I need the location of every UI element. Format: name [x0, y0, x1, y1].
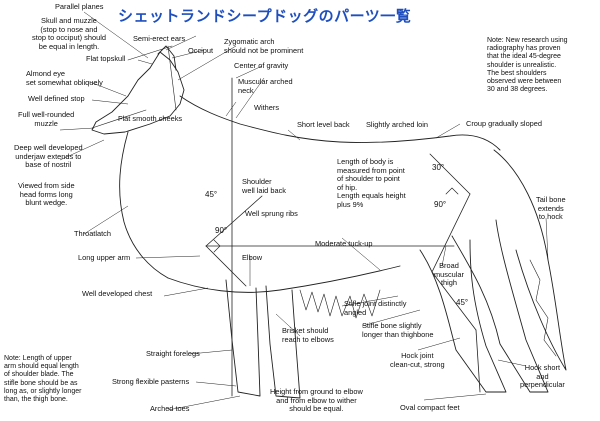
angle-marker-hip	[445, 187, 459, 195]
angle-marker-shoulder	[213, 239, 221, 253]
label-broad-thigh: Broad muscular thigh	[434, 261, 464, 288]
neck-outline	[179, 95, 501, 151]
label-slightly-arched-loin: Slightly arched loin	[366, 120, 429, 129]
label-almond-eye: Almond eye set somewhat obliquely	[26, 69, 103, 87]
label-deep-underjaw: Deep well developed underjaw extends to …	[14, 143, 83, 170]
label-muscular-neck: Muscular arched neck	[238, 77, 293, 95]
label-brisket: Brisket should reach to elbows	[282, 326, 334, 344]
page-title: シェットランドシープドッグのパーツ一覧	[118, 7, 412, 25]
tail-fur-fringe	[529, 259, 557, 357]
hind-leg-outline	[419, 239, 507, 393]
ruff-outline	[119, 131, 169, 279]
label-semi-erect-ears: Semi-erect ears	[133, 34, 186, 43]
tail-outline	[493, 149, 567, 371]
label-straight-forelegs: Straight forelegs	[146, 349, 200, 358]
label-throatlatch: Throatlatch	[74, 229, 111, 238]
angle-shoulder: 45°	[205, 190, 218, 199]
angle-hip-right: 90°	[434, 200, 447, 209]
label-hock-joint: Hock joint clean-cut, strong	[390, 351, 445, 369]
label-stifle-bone: Stifle bone slightly longer than thighbo…	[362, 321, 434, 339]
note-research: Note: New research using radiography has…	[487, 37, 568, 94]
label-strong-pasterns: Strong flexible pasterns	[112, 377, 190, 386]
front-leg-outline	[225, 279, 261, 397]
thigh-line	[431, 193, 471, 273]
label-zygomatic-arch: Zygomatic arch should not be prominent	[224, 37, 304, 55]
label-croup: Croup gradually sloped	[466, 119, 543, 128]
label-withers: Withers	[254, 103, 280, 112]
label-well-sprung-ribs: Well sprung ribs	[245, 209, 298, 218]
occiput-line	[167, 45, 177, 111]
label-length-of-body: Length of body is measured from point of…	[337, 157, 406, 209]
label-skull-muzzle: Skull and muzzle (stop to nose and stop …	[32, 16, 106, 51]
chest-belly-outline	[167, 265, 401, 293]
dog-head-outline	[91, 51, 185, 135]
pelvis-line	[429, 153, 471, 195]
label-arched-toes: Arched toes	[150, 404, 190, 413]
label-short-level-back: Short level back	[297, 120, 350, 129]
parallel-plane-bottom	[91, 109, 147, 129]
parallel-plane-top	[127, 45, 173, 61]
label-oval-feet: Oval compact feet	[400, 403, 460, 412]
upper-arm-line	[205, 245, 247, 287]
stifle-line	[431, 271, 477, 331]
front-leg-back-outline	[265, 285, 301, 399]
shoulder-line	[205, 195, 263, 247]
label-viewed-from-side: Viewed from side head forms long blunt w…	[18, 181, 75, 208]
label-tail-bone: Tail bone extends to hock	[536, 195, 566, 222]
label-center-of-gravity: Center of gravity	[234, 61, 289, 70]
angle-hip: 30°	[432, 163, 445, 172]
label-full-muzzle: Full well-rounded muzzle	[18, 110, 75, 128]
label-height-ground: Height from ground to elbow and from elb…	[270, 387, 363, 414]
label-hock-short: Hock short and perpendicular	[520, 363, 565, 390]
hock-line	[475, 329, 481, 393]
label-flat-cheeks: Flat smooth cheeks	[118, 114, 183, 123]
ear-outline	[157, 45, 177, 71]
hind-leg-back-outline	[451, 219, 549, 393]
angle-stifle: 45°	[456, 298, 469, 307]
label-elbow: Elbow	[242, 253, 263, 262]
label-shoulder-laid-back: Shoulder well laid back	[242, 177, 286, 195]
fur-fringe	[299, 289, 381, 319]
label-moderate-tuckup: Moderate tuck-up	[315, 239, 373, 248]
label-flat-topskull: Flat topskull	[86, 54, 126, 63]
angle-elbow: 90°	[215, 226, 228, 235]
note-upper-arm: Note: Length of upper arm should equal l…	[4, 355, 82, 404]
label-parallel-planes: Parallel planes	[55, 2, 104, 11]
label-long-upper-arm: Long upper arm	[78, 253, 131, 262]
label-stifle-angled: Stifle joint distinctly angled	[344, 299, 407, 317]
label-occiput: Occiput	[188, 46, 214, 55]
label-well-defined-stop: Well defined stop	[28, 94, 85, 103]
label-developed-chest: Well developed chest	[82, 289, 153, 298]
